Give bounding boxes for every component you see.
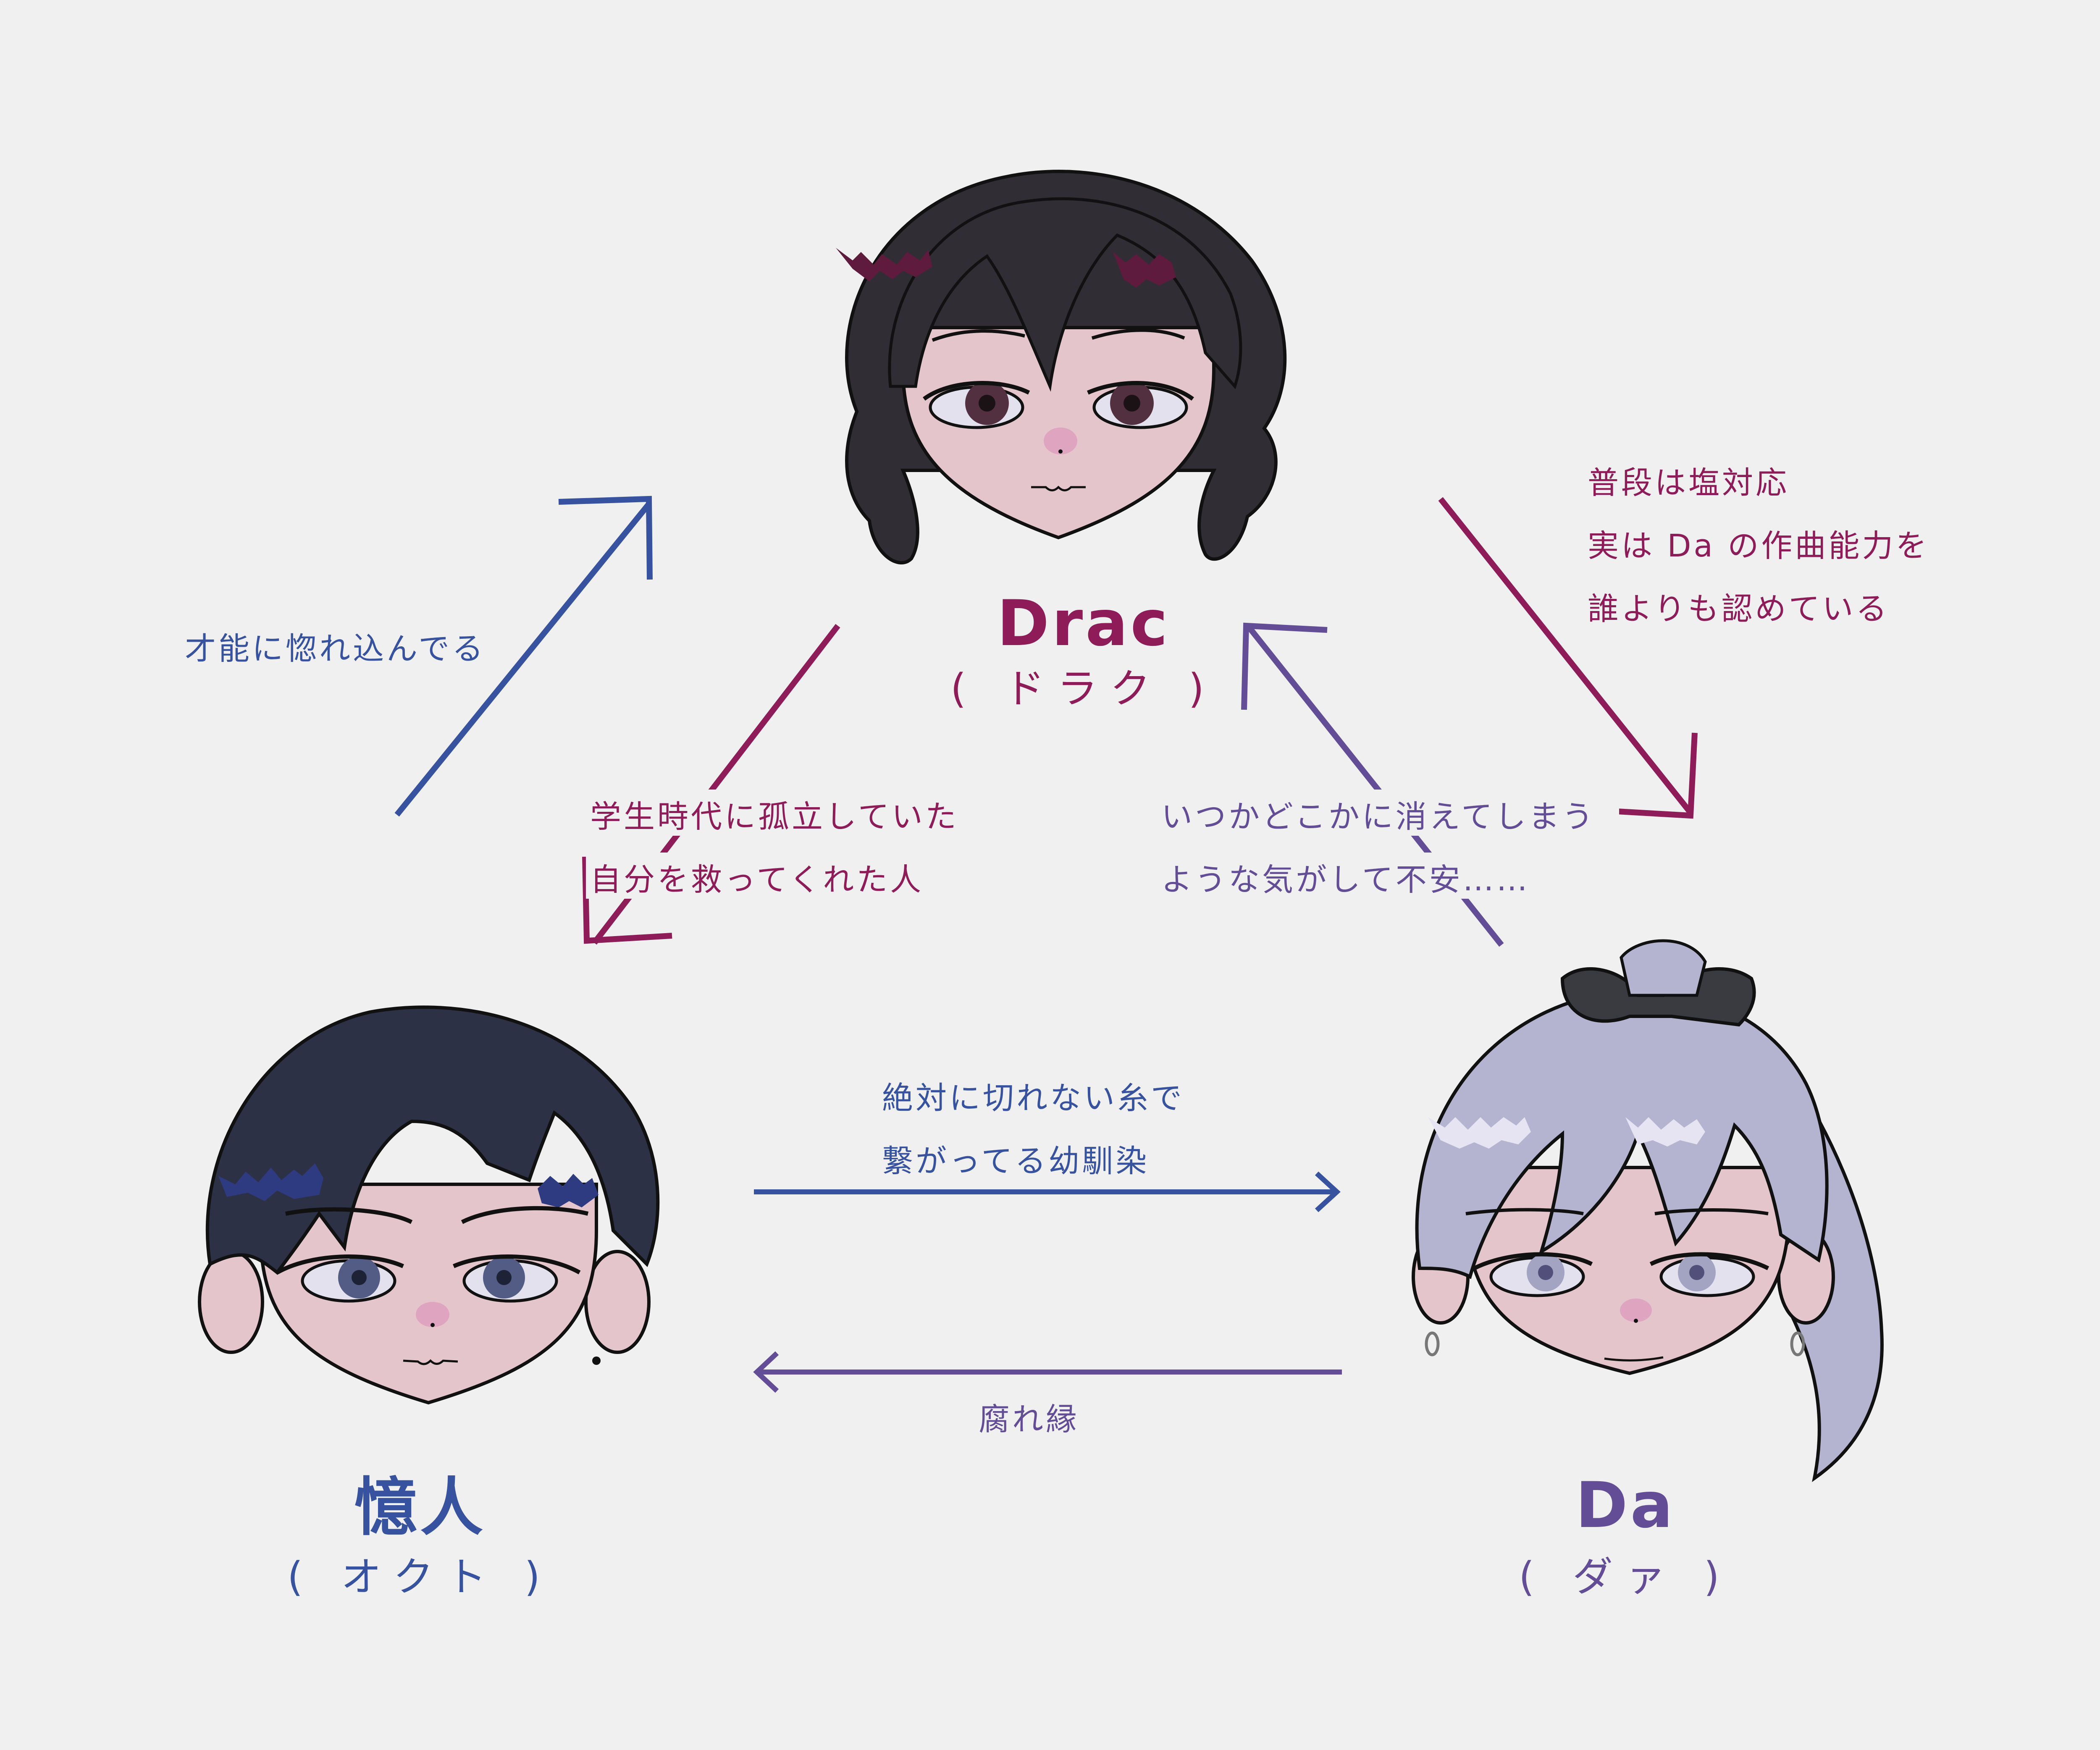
- octo-name: 憶人: [354, 1471, 486, 1544]
- note-octo-to-da: 絶対に切れない糸で 繋がってる幼馴染: [882, 1067, 1184, 1193]
- arrow-octo-to-drac: [394, 496, 653, 817]
- note-line: 絶対に切れない糸で: [882, 1080, 1184, 1116]
- note-drac-to-da: 普段は塩対応 実は Da の作曲能力を 誰よりも認めている: [1588, 451, 1929, 640]
- arrow-drac-to-da: [1438, 497, 1698, 819]
- note-line: 実は Da の作曲能力を: [1588, 528, 1929, 564]
- note-drac-to-octo: 学生時代に孤立していた 自分を救ってくれた人: [590, 785, 959, 911]
- note-da-to-octo: 腐れ縁: [979, 1388, 1079, 1451]
- note-octo-to-drac: 才能に惚れ込んでる: [185, 617, 486, 680]
- note-line: 腐れ縁: [979, 1401, 1079, 1438]
- drac-name: Drac: [997, 587, 1171, 660]
- da-reading: ( ダァ ): [1519, 1553, 1732, 1600]
- note-line: ような気がして不安……: [1161, 862, 1530, 898]
- note-line: 学生時代に孤立していた: [590, 799, 959, 835]
- arrow-da-to-octo: [753, 1351, 1342, 1393]
- note-line: 自分を救ってくれた人: [590, 862, 924, 898]
- note-da-to-drac: いつかどこかに消えてしまう ような気がして不安……: [1161, 785, 1596, 911]
- octo-portrait-icon: [198, 1005, 660, 1405]
- drac-portrait-icon: [836, 170, 1287, 564]
- da-name: Da: [1575, 1469, 1675, 1542]
- da-portrait-icon: [1412, 939, 1884, 1482]
- note-line: いつかどこかに消えてしまう: [1161, 799, 1596, 835]
- arrow-octo-to-da: [754, 1171, 1341, 1212]
- note-line: 才能に惚れ込んでる: [185, 631, 486, 667]
- note-line: 普段は塩対応: [1588, 465, 1789, 501]
- drac-reading: ( ドラク ): [950, 665, 1217, 712]
- octo-reading: ( オクト ): [287, 1553, 553, 1600]
- note-line: 誰よりも認めている: [1588, 591, 1890, 627]
- note-line: 繋がってる幼馴染: [882, 1143, 1150, 1179]
